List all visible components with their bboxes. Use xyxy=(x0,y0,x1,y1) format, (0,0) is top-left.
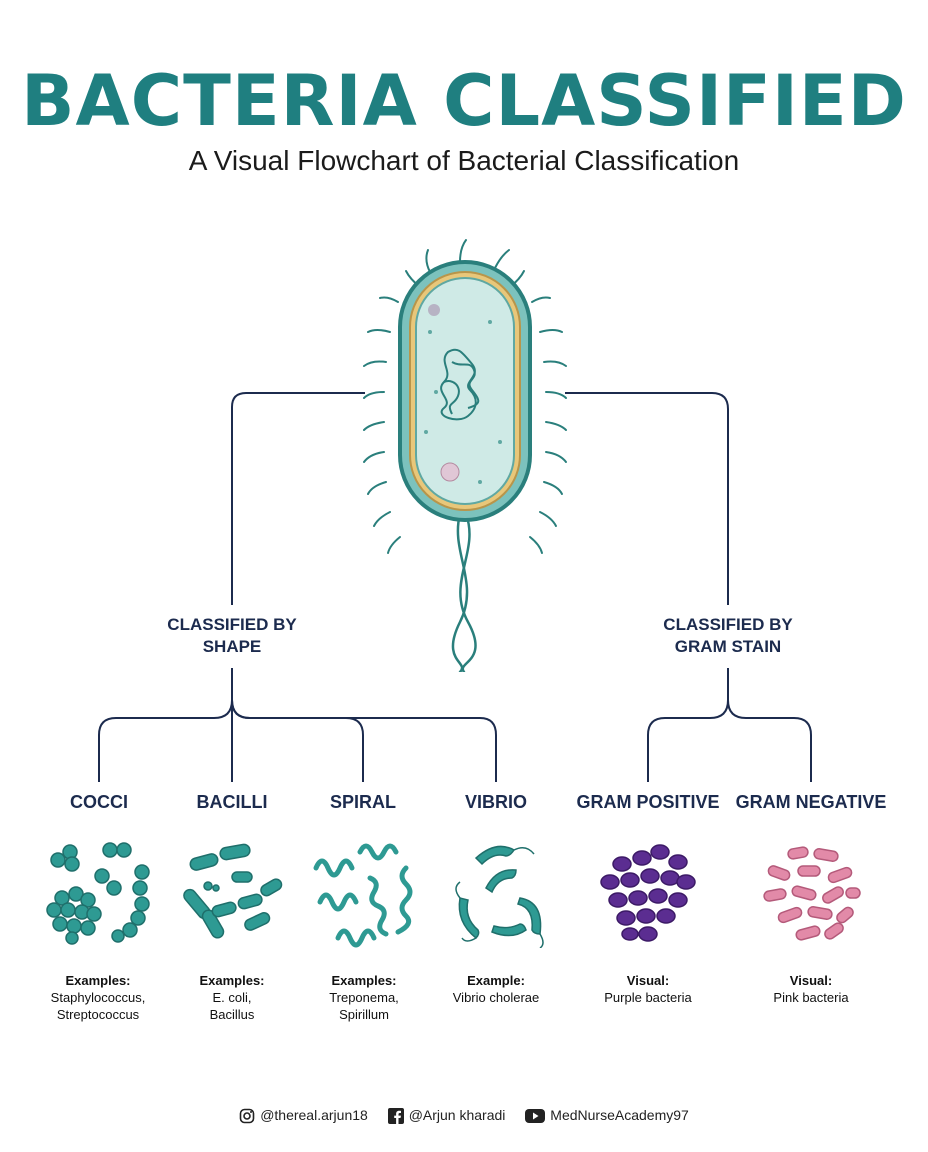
bacilli-icon xyxy=(183,843,283,939)
bacilli-examples: Examples: E. coli, Bacillus xyxy=(199,973,265,1022)
cocci-examples: Examples: Staphylococcus, Streptococcus xyxy=(50,973,146,1022)
vibrio-examples: Example: Vibrio cholerae xyxy=(452,973,540,1005)
gram-negative-visual: Visual: Pink bacteria xyxy=(773,973,849,1005)
page-title: BACTERIA CLASSIFIED xyxy=(21,60,907,142)
shape-branch-label: CLASSIFIED BY SHAPE xyxy=(167,615,297,656)
spiral-examples: Examples: Treponema, Spirillum xyxy=(329,973,399,1022)
page-subtitle: A Visual Flowchart of Bacterial Classifi… xyxy=(188,145,740,176)
gram-positive-icon xyxy=(600,844,696,942)
vibrio-label: VIBRIO xyxy=(464,792,527,812)
spiral-icon xyxy=(313,843,413,948)
bacilli-label: BACILLI xyxy=(196,792,268,812)
spiral-label: SPIRAL xyxy=(329,792,396,812)
vibrio-icon xyxy=(455,845,544,948)
gram-branch-label: CLASSIFIED BY GRAM STAIN xyxy=(663,615,793,656)
instagram-icon xyxy=(239,1108,255,1124)
facebook-handle[interactable]: @Arjun kharadi xyxy=(387,1107,505,1124)
cocci-icon xyxy=(46,842,150,945)
bacterium-cell-icon xyxy=(363,239,567,672)
youtube-icon xyxy=(525,1109,546,1124)
youtube-handle[interactable]: MedNurseAcademy97 xyxy=(525,1107,689,1124)
gram-positive-visual: Visual: Purple bacteria xyxy=(604,973,692,1005)
cocci-label: COCCI xyxy=(70,792,128,812)
facebook-icon xyxy=(387,1107,404,1124)
gram-negative-label: GRAM NEGATIVE xyxy=(735,792,887,812)
gram-negative-icon xyxy=(763,846,861,941)
gram-positive-label: GRAM POSITIVE xyxy=(576,792,720,812)
instagram-handle[interactable]: @thereal.arjun18 xyxy=(239,1107,368,1124)
social-footer: @thereal.arjun18 @Arjun kharadi MedNurse… xyxy=(0,1106,928,1124)
